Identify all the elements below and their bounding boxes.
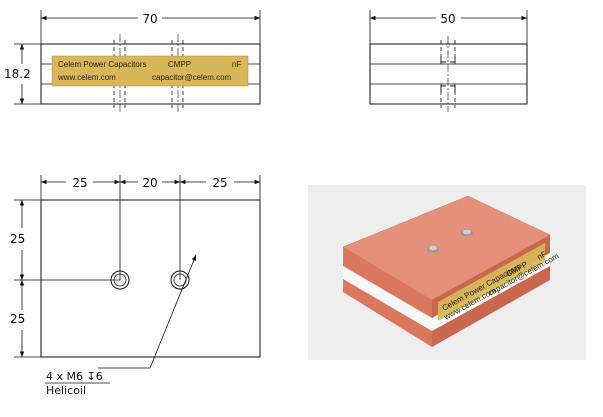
front-view: 70 Celem Power Capacitors CMPP nF www.c [4,10,261,114]
label-line1-right: nF [232,60,241,69]
hidden-holes-front [113,40,184,108]
left-dim-top: 25 [10,200,25,280]
top-dim-a: 25 [41,176,120,190]
front-label: Celem Power Capacitors CMPP nF www.celem… [51,55,249,87]
terminal-left [427,245,439,253]
front-body [40,43,261,105]
label-line1-mid: CMPP [168,60,191,69]
top-dim-c-value: 25 [212,176,227,190]
front-width-value: 70 [142,12,157,26]
hole-callout: 4 x M6 ↧6 Helicoil [45,254,197,397]
side-view: 50 [369,10,528,112]
render-label-right: nF [536,249,549,261]
left-dim-bottom-value: 25 [10,312,25,326]
side-body [369,43,528,105]
label-line2-right: capacitor@celem.com [152,73,232,82]
top-dim-b: 20 [120,176,180,190]
side-width-dimension: 50 [370,12,527,26]
front-height-value: 18.2 [4,67,31,81]
callout-line2: Helicoil [46,384,86,397]
capacitor-3d-render: Celem Power Capacitors CMPP nF www.celem… [308,185,586,360]
front-height-dimension: 18.2 [4,43,41,105]
render-label [438,243,545,321]
label-line1-left: Celem Power Capacitors [58,60,146,69]
left-dim-top-value: 25 [10,232,25,246]
terminal-right [461,229,473,237]
top-dim-b-value: 20 [142,176,157,190]
left-dim-bottom: 25 [10,280,25,357]
top-dim-c: 25 [180,176,260,190]
side-width-value: 50 [440,12,455,26]
label-line2-left: www.celem.com [57,73,116,82]
top-body [40,199,261,358]
hole-steps-side [440,56,456,92]
top-dim-a-value: 25 [72,176,87,190]
insulation-band-left [343,266,432,331]
top-view: 25 20 25 25 [10,175,261,397]
callout-line1: 4 x M6 ↧6 [46,370,103,383]
front-width-dimension: 70 [41,12,260,26]
label-plate [51,55,249,87]
